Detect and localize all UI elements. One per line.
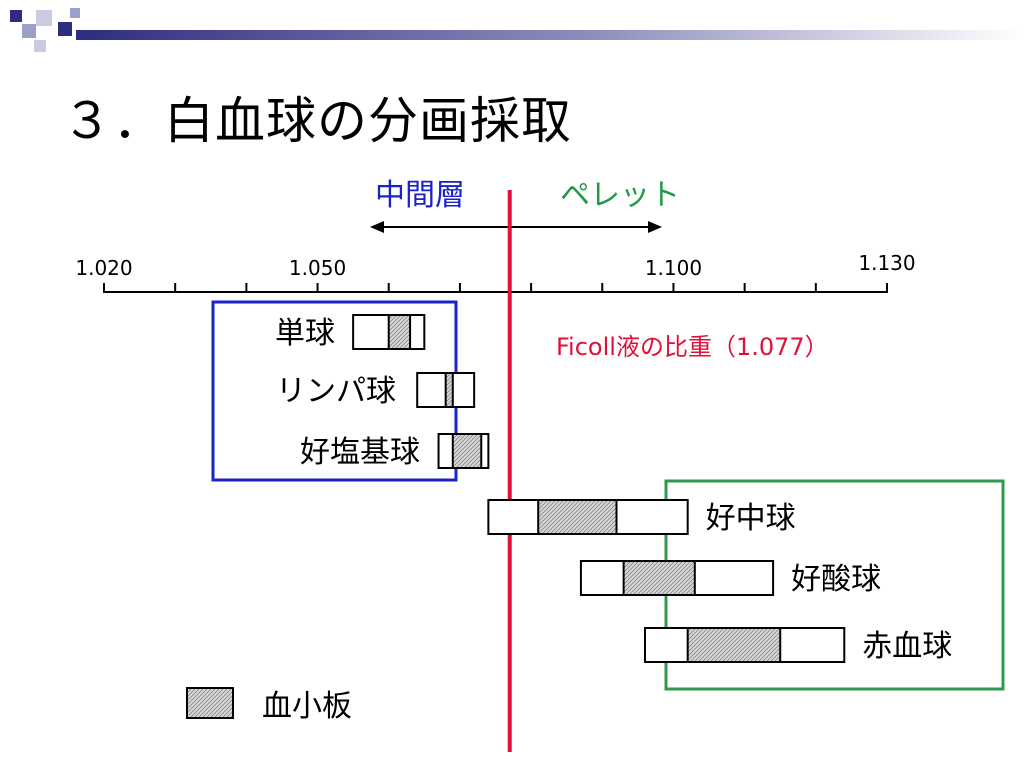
cell-label: 好中球 (706, 501, 796, 536)
cell-label: リンパ球 (276, 374, 396, 409)
deco-square-3 (36, 10, 52, 26)
axis-tick-label: 1.020 (75, 256, 132, 280)
axis-tick-label: 1.100 (645, 256, 702, 280)
middle-layer-label: 中間層 (375, 178, 465, 213)
cell-core-bar (387, 314, 412, 350)
deco-square-6 (34, 40, 46, 52)
cell-label: 赤血球 (862, 629, 952, 664)
legend-label: 血小板 (262, 689, 352, 724)
cell-core-bar (444, 372, 454, 408)
cell-core-bar (537, 499, 618, 535)
slide-title: ３．白血球の分画採取 (62, 92, 572, 150)
legend-swatch (186, 687, 234, 719)
header-gradient-bar (76, 30, 1024, 40)
region-arrow-left-head (370, 221, 384, 233)
cell-label: 好酸球 (791, 562, 881, 597)
region-arrow-right-head (648, 221, 662, 233)
cell-label: 単球 (275, 316, 335, 351)
ficoll-label: Ficoll液の比重（1.077） (556, 333, 829, 361)
cell-core-bar (622, 560, 696, 596)
axis-tick-label: 1.050 (289, 256, 346, 280)
pellet-label: ペレット (560, 178, 680, 213)
deco-square-2 (22, 24, 36, 38)
cell-label: 好塩基球 (300, 435, 420, 470)
deco-square-1 (10, 10, 22, 22)
axis-tick-label: 1.130 (858, 251, 915, 275)
cell-core-bar (686, 627, 782, 663)
header-decoration (10, 8, 1024, 52)
cell-core-bar (451, 433, 483, 469)
deco-square-5 (70, 8, 80, 18)
deco-square-4 (58, 22, 72, 36)
